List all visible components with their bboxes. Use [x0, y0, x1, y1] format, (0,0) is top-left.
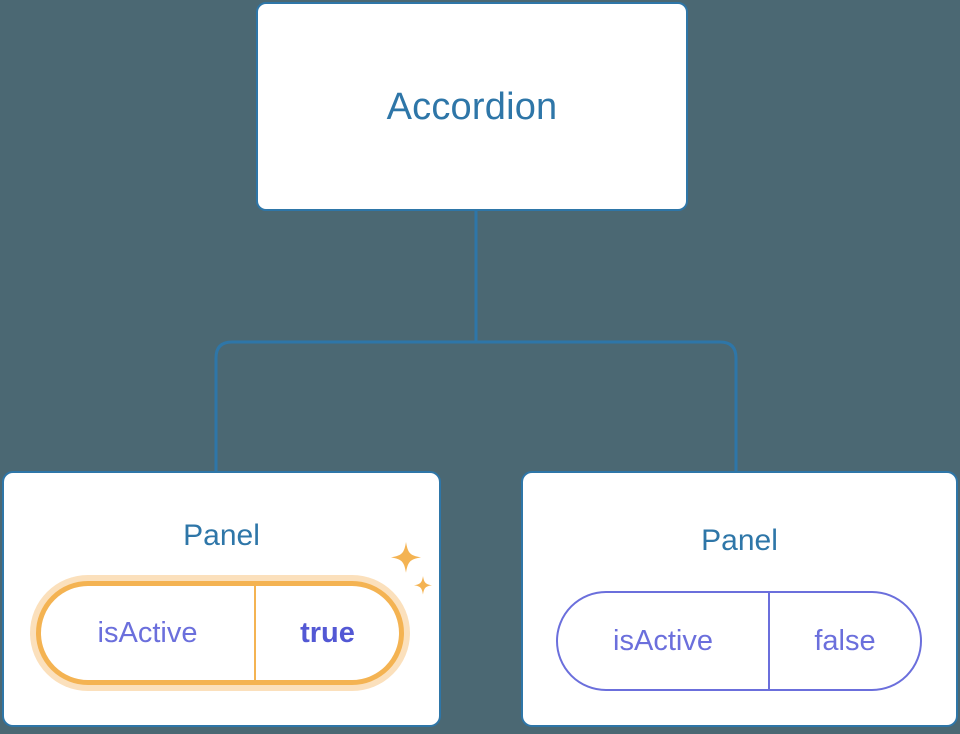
prop-value-label: false: [814, 624, 876, 657]
node-panel-inactive-title: Panel: [701, 524, 778, 557]
node-panel-active-title: Panel: [183, 519, 260, 552]
prop-pill-isactive-true[interactable]: isActive true: [36, 581, 404, 685]
prop-value-label: true: [300, 616, 355, 649]
node-accordion-title: Accordion: [386, 85, 558, 128]
prop-pill-isactive-false[interactable]: isActive false: [556, 591, 922, 691]
prop-key-label: isActive: [41, 586, 256, 680]
prop-key-label: isActive: [558, 593, 770, 689]
node-accordion[interactable]: Accordion: [256, 2, 688, 211]
connector-branch-bus: [214, 340, 738, 471]
